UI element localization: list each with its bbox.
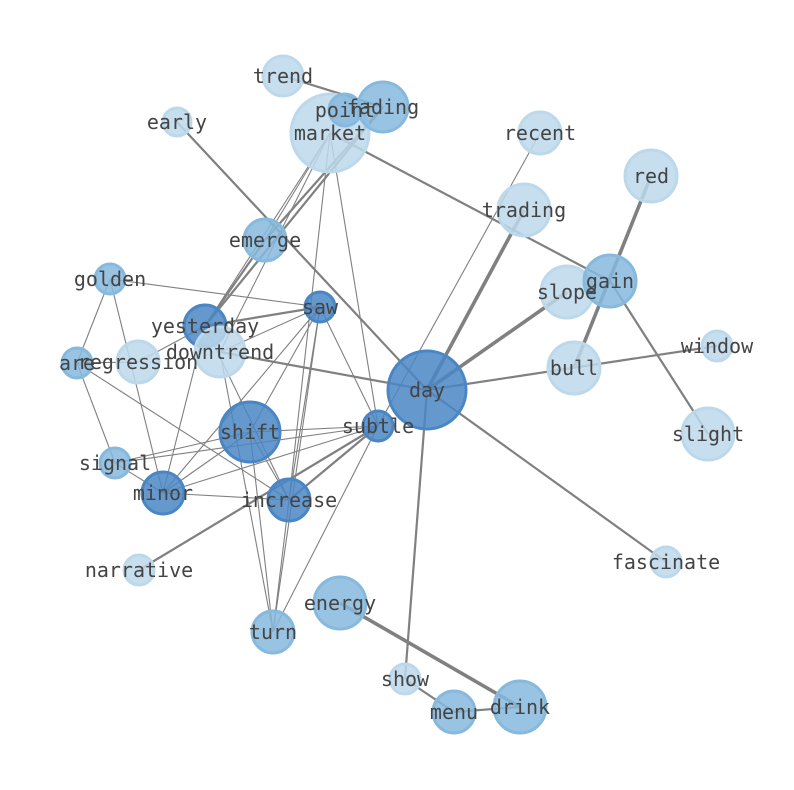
edge-shift-turn (249, 431, 274, 633)
node-label-red: red (633, 164, 669, 188)
node-are[interactable] (60, 346, 94, 380)
node-label-saw: saw (302, 295, 339, 319)
node-label-point: point (315, 98, 375, 122)
node-label-recent: recent (504, 121, 576, 145)
edge-subtle-turn (272, 425, 379, 633)
node-label-gain: gain (586, 269, 634, 293)
node-label-slight: slight (672, 422, 744, 446)
edge-day-show (403, 389, 429, 680)
node-label-energy: energy (304, 591, 376, 615)
node-label-fascinate: fascinate (612, 550, 720, 574)
edge-downtrend-turn (219, 351, 274, 633)
node-regression[interactable] (115, 339, 161, 385)
edge-saw-minor (162, 306, 321, 494)
edge-day-fascinate (426, 389, 667, 563)
node-label-regression: regression (78, 350, 198, 374)
edge-energy-drink (339, 601, 521, 709)
node-show[interactable] (388, 662, 422, 696)
node-saw[interactable] (303, 290, 337, 324)
node-menu[interactable] (431, 689, 477, 735)
node-signal[interactable] (98, 446, 132, 480)
node-fading[interactable] (356, 80, 410, 134)
node-drink[interactable] (492, 679, 548, 735)
node-red[interactable] (623, 148, 679, 204)
node-label-emerge: emerge (229, 228, 301, 252)
node-window[interactable] (700, 329, 734, 363)
edge-early-day (176, 121, 428, 391)
node-increase[interactable] (266, 477, 312, 523)
node-golden[interactable] (93, 262, 127, 296)
edge-market-gain (329, 132, 611, 282)
edge-golden-saw (109, 278, 321, 308)
node-fascinate[interactable] (649, 545, 683, 579)
node-label-slope: slope (537, 280, 597, 304)
edge-gain-slight (609, 280, 709, 435)
node-slight[interactable] (680, 406, 736, 462)
node-shift[interactable] (218, 400, 282, 464)
node-label-trend: trend (253, 64, 313, 88)
node-label-early: early (147, 110, 207, 134)
node-label-yesterday: yesterday (151, 314, 259, 338)
node-turn[interactable] (250, 609, 296, 655)
node-label-subtle: subtle (342, 414, 414, 438)
node-label-golden: golden (74, 267, 146, 291)
node-label-bull: bull (550, 356, 598, 380)
node-energy[interactable] (312, 575, 368, 631)
edge-subtle-minor (162, 425, 379, 494)
node-label-drink: drink (490, 695, 550, 719)
node-label-market: market (294, 121, 366, 145)
node-label-window: window (681, 334, 754, 358)
node-recent[interactable] (517, 110, 563, 156)
node-label-show: show (381, 667, 430, 691)
node-bull[interactable] (546, 340, 602, 396)
node-label-signal: signal (79, 451, 151, 475)
node-label-narrative: narrative (85, 558, 193, 582)
edge-saw-turn (272, 306, 321, 633)
node-trend[interactable] (261, 54, 305, 98)
edge-saw-subtle (319, 306, 379, 427)
node-label-minor: minor (133, 481, 193, 505)
node-label-trading: trading (482, 198, 566, 222)
node-label-day: day (409, 378, 445, 402)
node-label-increase: increase (241, 488, 337, 512)
edge-are-increase (76, 362, 290, 501)
node-label-are: are (59, 351, 95, 375)
node-gain[interactable] (582, 253, 638, 309)
node-label-menu: menu (430, 700, 478, 724)
node-label-turn: turn (249, 620, 297, 644)
edge-are-signal (76, 362, 116, 464)
node-early[interactable] (161, 106, 193, 138)
node-minor[interactable] (140, 470, 186, 516)
node-subtle[interactable] (361, 409, 395, 443)
node-trading[interactable] (496, 182, 552, 238)
node-narrative[interactable] (122, 553, 156, 587)
node-label-shift: shift (220, 420, 280, 444)
node-label-fading: fading (347, 95, 419, 119)
node-day[interactable] (386, 349, 468, 431)
node-layer (60, 54, 736, 735)
node-downtrend[interactable] (193, 325, 247, 379)
node-label-downtrend: downtrend (166, 340, 274, 364)
node-emerge[interactable] (242, 217, 288, 263)
edge-market-subtle (329, 132, 379, 427)
